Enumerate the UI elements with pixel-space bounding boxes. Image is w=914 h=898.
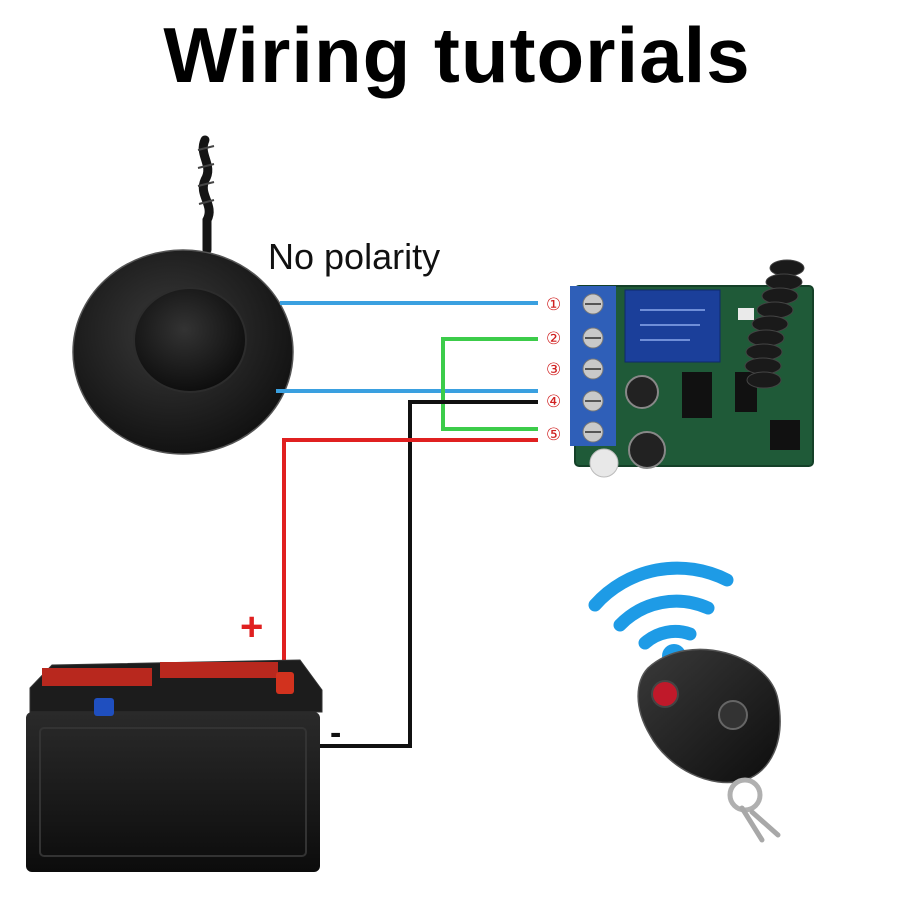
positive-terminal <box>276 672 294 694</box>
capacitor <box>628 431 666 469</box>
buzzer <box>589 448 619 478</box>
signal-waves-icon <box>588 561 734 650</box>
terminal-4-label: ④ <box>546 392 561 412</box>
wires <box>276 301 538 748</box>
battery-sticker <box>42 668 152 686</box>
terminal-labels: ① ② ③ ④ ⑤ <box>546 295 561 445</box>
capacitor <box>625 375 659 409</box>
battery-body <box>26 712 320 872</box>
red-positive-wire <box>282 438 538 668</box>
terminal-1-label: ① <box>546 295 561 315</box>
key-ring <box>727 777 763 813</box>
cable-wrap <box>197 145 215 205</box>
terminal-2-label: ② <box>546 329 561 349</box>
ic-chip <box>682 372 712 418</box>
ic-chip <box>770 420 800 450</box>
magnet-core <box>133 287 247 393</box>
electromagnet <box>72 135 294 455</box>
page-title: Wiring tutorials <box>163 11 751 99</box>
remote-button-black[interactable] <box>718 700 748 730</box>
receiver-board <box>570 259 814 478</box>
battery-sticker <box>160 662 278 678</box>
green-jumper-wire <box>441 337 538 431</box>
terminal-screws <box>582 293 604 443</box>
remote-button-red[interactable] <box>651 680 679 708</box>
no-polarity-note: No polarity <box>268 236 441 277</box>
negative-terminal <box>94 698 114 716</box>
remote-body <box>637 648 781 784</box>
coil-antenna <box>744 259 805 389</box>
magnet-cable <box>198 135 214 255</box>
battery <box>26 659 323 872</box>
magnet-rim <box>72 249 294 455</box>
terminal-3-label: ③ <box>546 360 561 380</box>
connector <box>738 308 754 320</box>
remote-control <box>588 561 781 843</box>
minus-sign: - <box>330 714 341 752</box>
black-negative-wire <box>318 400 538 748</box>
plus-sign: + <box>240 605 263 649</box>
terminal-5-label: ⑤ <box>546 425 561 445</box>
key-clip <box>739 805 781 843</box>
